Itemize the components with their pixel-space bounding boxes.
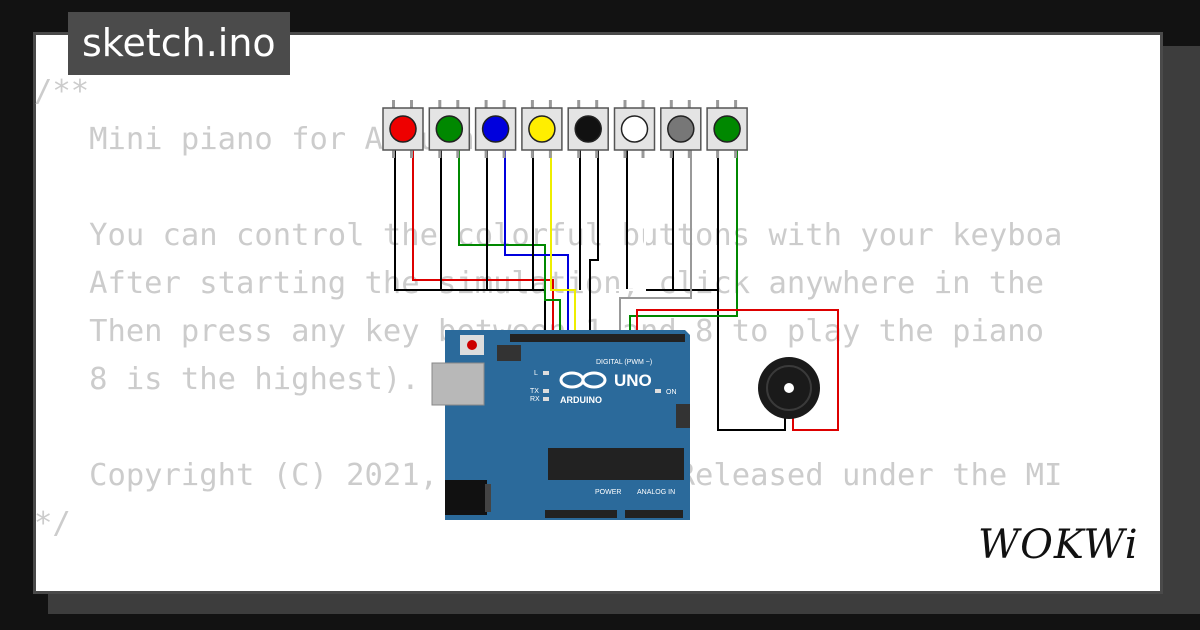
usb-port: [431, 362, 485, 406]
arduino-infinity-logo: [559, 371, 607, 389]
power-jack: [445, 480, 487, 515]
board-brand-label: ARDUINO: [560, 395, 602, 405]
button-gray[interactable]: [660, 100, 702, 158]
analog-label: ANALOG IN: [637, 489, 675, 496]
wokwi-logo: WOKWi: [978, 522, 1139, 568]
sketch-filename: sketch.ino: [68, 12, 290, 75]
button-white[interactable]: [613, 100, 656, 158]
button-green-2[interactable]: [706, 100, 748, 158]
pushbuttons: [382, 100, 748, 158]
board-model-label: UNO: [614, 371, 652, 390]
digital-header: [510, 334, 685, 342]
code-line: After starting the simulation, click any…: [34, 266, 1063, 301]
atmega-chip: [548, 448, 684, 480]
rx-led-label: RX: [530, 396, 540, 403]
button-blue[interactable]: [474, 100, 517, 158]
button-yellow[interactable]: [521, 100, 563, 158]
arduino-uno-board[interactable]: UNO ARDUINO DIGITAL (PWM ~) POWER ANALOG…: [431, 330, 690, 520]
l-led-label: L: [534, 370, 538, 377]
code-preview: /** Mini piano for Arduino. You can cont…: [34, 68, 1094, 548]
on-led-label: ON: [666, 389, 677, 396]
tx-led-label: TX: [530, 388, 539, 395]
code-line: /**: [34, 74, 90, 109]
code-line: You can control the colorful buttons wit…: [34, 218, 1063, 253]
button-red[interactable]: [382, 100, 424, 158]
code-line: 8 is the highest).: [34, 362, 420, 397]
button-green[interactable]: [428, 100, 471, 158]
button-black[interactable]: [567, 100, 609, 158]
code-line: */: [34, 506, 71, 541]
power-label: POWER: [595, 489, 621, 496]
analog-header: [625, 510, 683, 518]
digital-label: DIGITAL (PWM ~): [596, 359, 652, 366]
piezo-buzzer[interactable]: [758, 357, 820, 419]
wires: [394, 150, 839, 431]
power-header: [545, 510, 617, 518]
